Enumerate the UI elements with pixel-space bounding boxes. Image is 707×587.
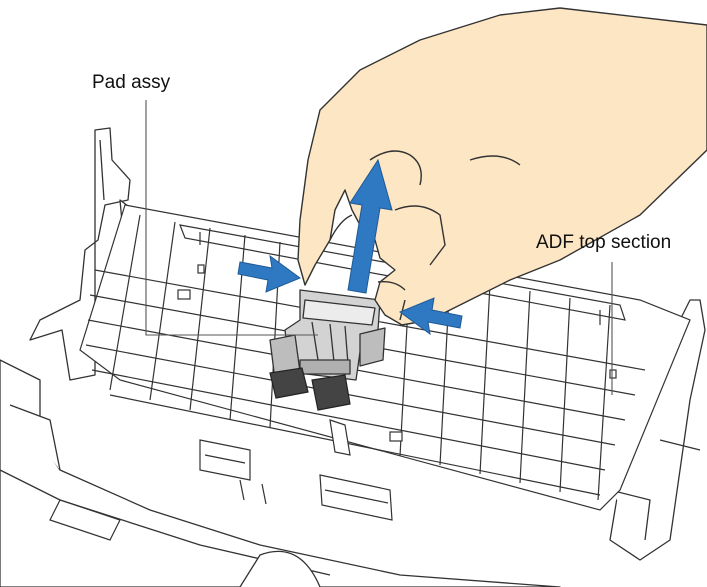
adf-top-section-panel [79,204,691,511]
direction-arrows [237,158,463,336]
scanner-base [0,359,561,587]
squeeze-left-arrow [237,254,302,293]
adf-top-section-label: ADF top section [536,232,672,253]
adf-lower-details [49,419,393,541]
lift-up-arrow [347,158,393,294]
callout-leaders [145,100,613,395]
pad-assy-leader [145,100,318,336]
squeeze-right-arrow [398,297,463,336]
pad-rollers [269,367,351,411]
pad-assy [269,289,386,381]
pad-assy-label: Pad assy [92,72,171,93]
